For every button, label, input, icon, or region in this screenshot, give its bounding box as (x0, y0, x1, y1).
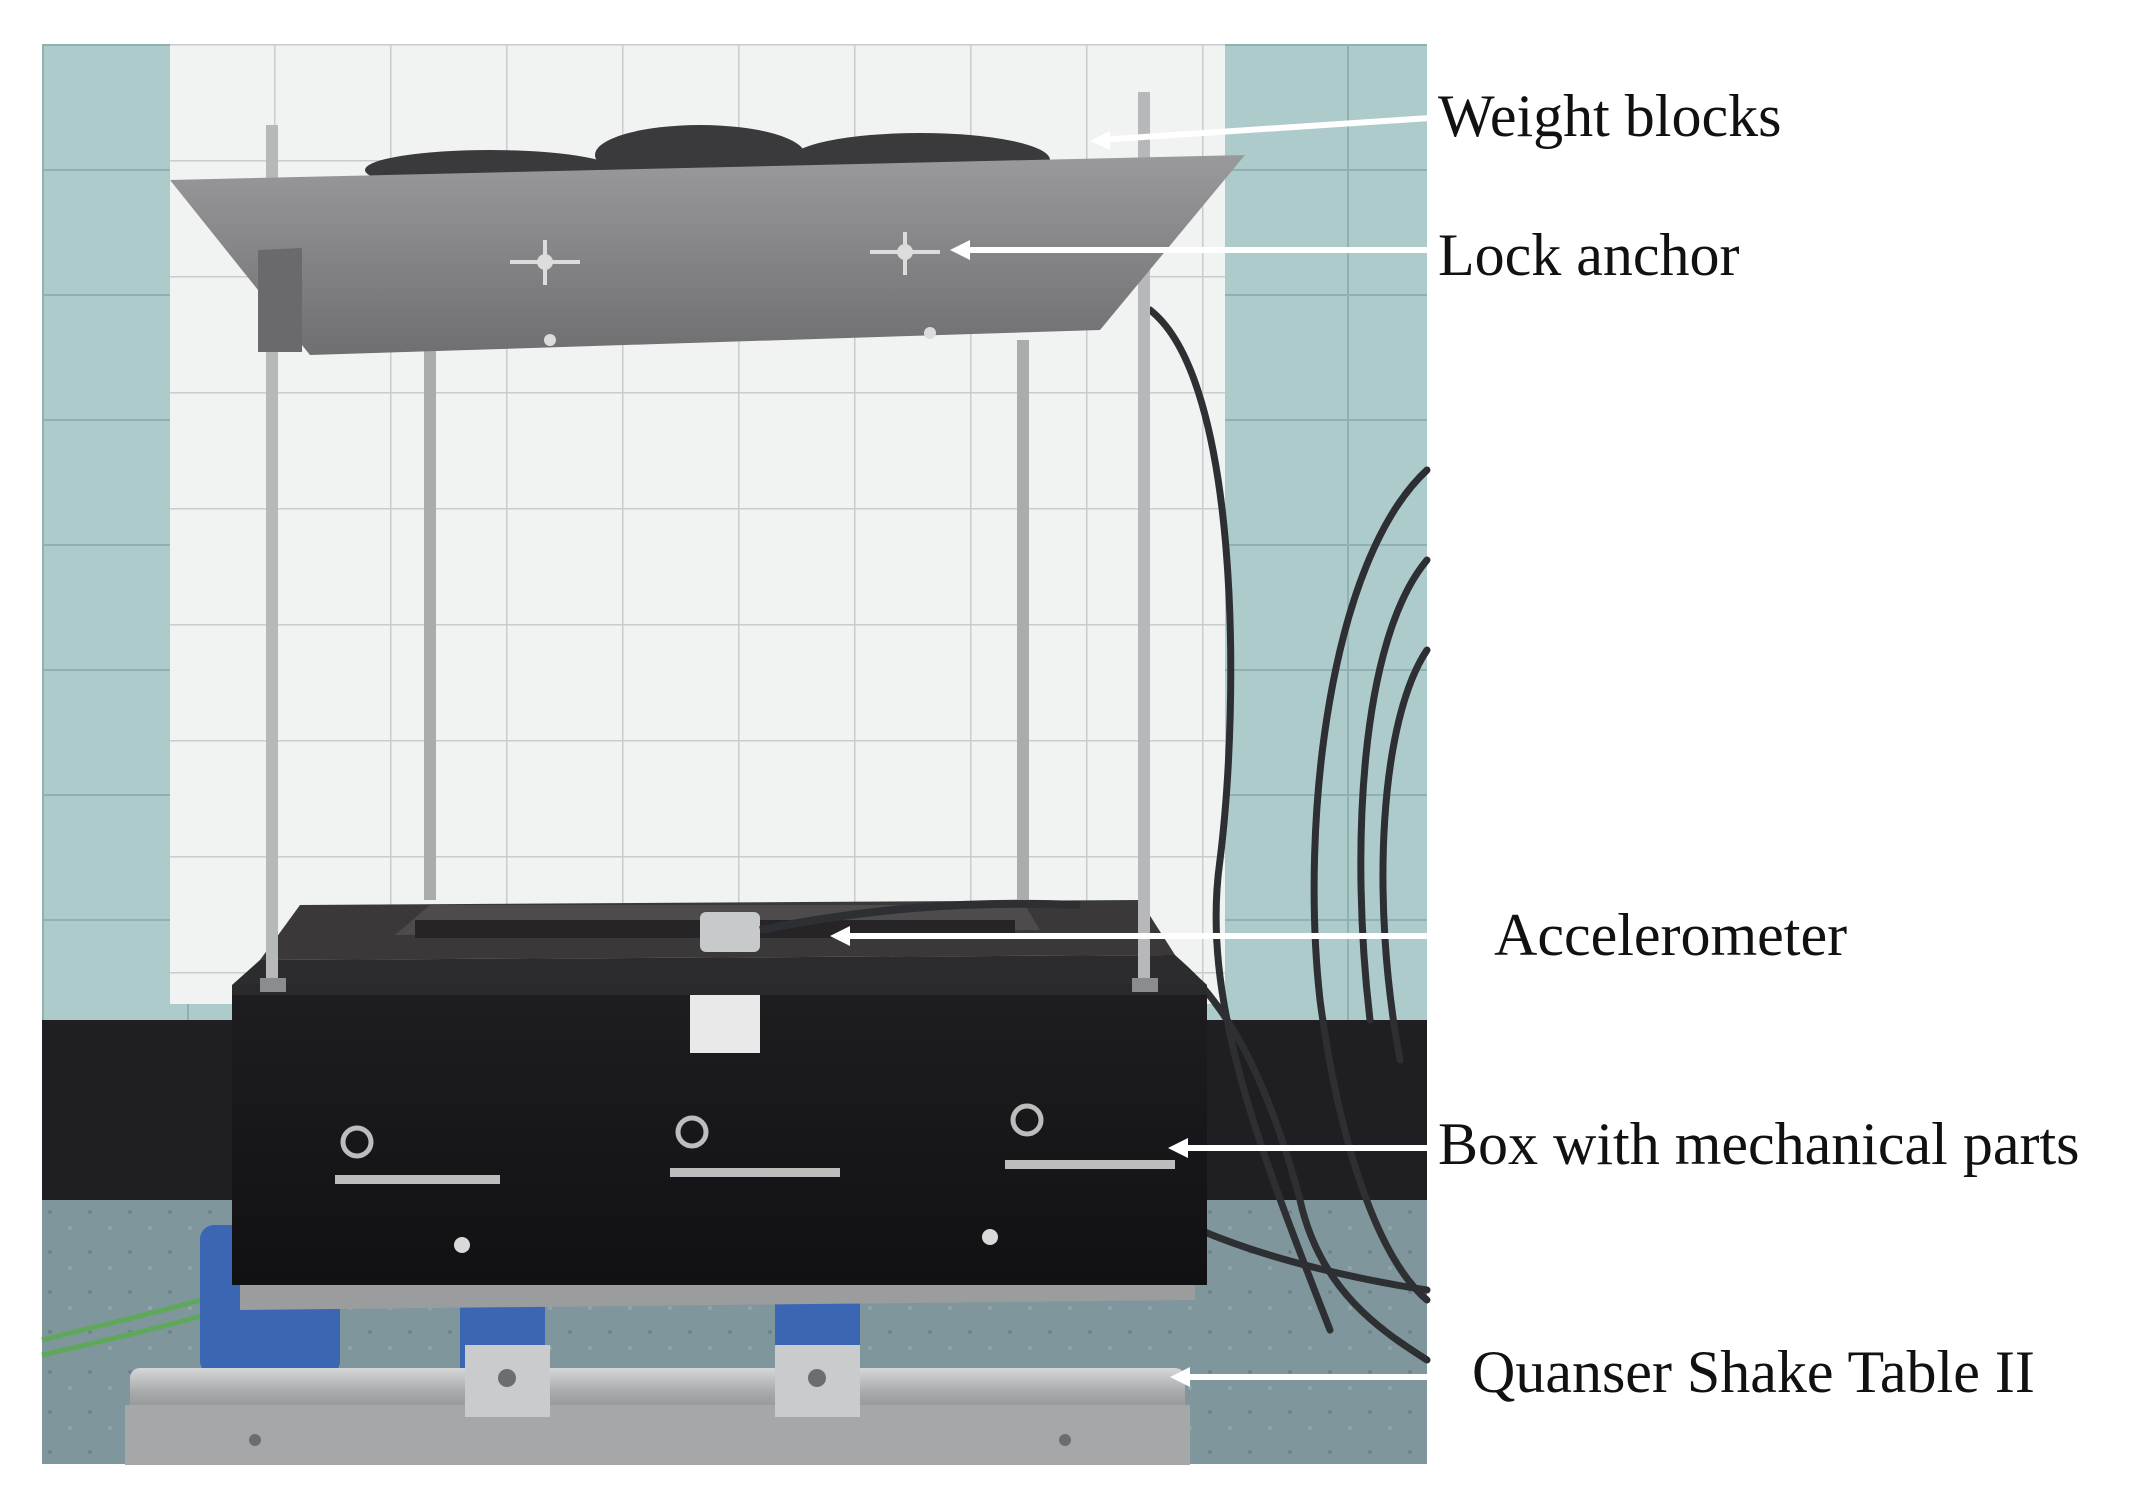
box-logo (335, 1103, 1175, 1184)
label-box-with-mechanical-parts: Box with mechanical parts (1438, 1111, 2080, 1177)
label-lock-anchor: Lock anchor (1438, 222, 1740, 288)
top-plate (170, 155, 1245, 355)
base-plate (240, 1280, 1195, 1310)
label-weight-blocks: Weight blocks (1438, 83, 1782, 149)
label-accelerometer: Accelerometer (1494, 902, 1848, 968)
cables (1086, 306, 1431, 1364)
mechanical-box (232, 900, 1207, 1285)
shake-table-rail (125, 1345, 1190, 1465)
accelerometer-sensor (700, 899, 1081, 952)
annotation-arrows (830, 115, 1431, 1387)
label-quanser-shake-table: Quanser Shake Table II (1472, 1339, 2035, 1405)
